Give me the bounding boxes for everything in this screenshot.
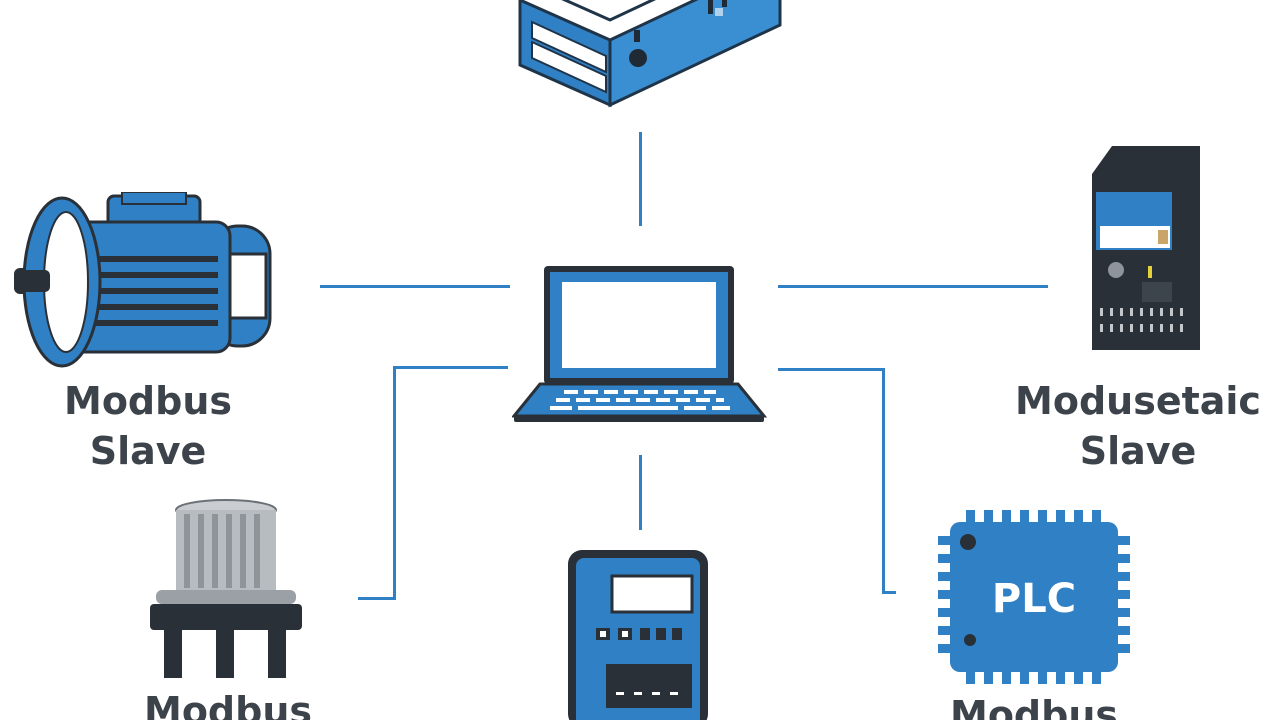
server-tower-icon [1088,144,1204,352]
server-icon [510,0,800,110]
connector-line-bottom [639,455,642,530]
connector-line-lower-right-h2 [882,591,896,594]
connector-line-top [639,132,642,226]
connector-line-lower-left-h1 [393,366,508,369]
tower-label-line-2: Slave [1079,429,1197,473]
motor-label-line-1: Modbus [64,379,232,423]
meter-icon [566,548,710,720]
tower-label-line-1: Modusetaic [1015,379,1261,423]
tower-label: Modusetaic Slave [1000,376,1276,476]
motor-label-line-2: Slave [89,429,207,473]
sensor-label: Modbus [110,686,346,720]
connector-line-lower-left-h2 [358,597,396,600]
connector-line-lower-left-v [393,366,396,600]
plc-chip-icon: PLC [936,508,1132,686]
connector-line-left [320,285,510,288]
plc-label: Modbus [916,690,1152,720]
motor-label: Modbus Slave [30,376,266,476]
sensor-icon [146,498,306,678]
laptop-icon [512,264,768,426]
sensor-label-line-1: Modbus [144,689,312,720]
motor-icon [10,192,275,372]
connector-line-right [778,285,1048,288]
connector-line-lower-right-h1 [778,368,885,371]
plc-chip-label: PLC [992,576,1076,622]
connector-line-lower-right-v [882,368,885,594]
plc-label-line-1: Modbus [950,693,1118,720]
